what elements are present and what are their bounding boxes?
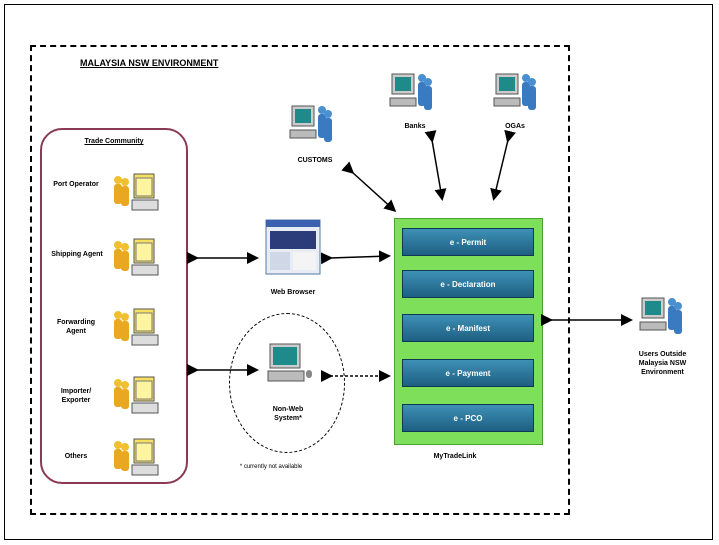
web-browser-icon — [265, 219, 321, 275]
module-e-pco: e - PCO — [402, 404, 534, 432]
computer-icon — [267, 343, 312, 382]
user-folder-icon — [114, 376, 159, 414]
user-folder-icon — [114, 308, 159, 346]
non-web-system-boundary — [229, 313, 345, 453]
customs-label: CUSTOMS — [297, 157, 333, 164]
arrow-ogas-mytradelink — [490, 129, 516, 201]
footnote: * currently not available — [239, 464, 303, 470]
arrow-browser-mytradelink — [320, 250, 391, 265]
arrow-banks-mytradelink — [424, 130, 447, 201]
computer-user-icon — [389, 73, 432, 110]
web-browser-label: Web Browser — [270, 289, 316, 296]
member-label-forwarding-agent: Forwarding Agent — [56, 319, 96, 335]
user-folder-icon — [114, 438, 159, 476]
module-e-manifest: e - Manifest — [402, 314, 534, 342]
mytradelink-label: MyTradeLink — [433, 453, 477, 460]
member-label-importer-exporter: Importer/ Exporter — [60, 388, 92, 404]
user-folder-icon — [114, 238, 159, 276]
computer-user-icon — [639, 297, 682, 334]
nsw-environment-boundary — [30, 45, 570, 515]
image-frame — [4, 4, 713, 540]
environment-title: MALAYSIA NSW ENVIRONMENT — [80, 58, 219, 68]
computer-user-icon — [289, 105, 332, 142]
banks-label: Banks — [404, 123, 426, 130]
module-e-permit: e - Permit — [402, 228, 534, 256]
non-web-system-label: Non-Web System* — [272, 406, 304, 422]
module-e-declaration: e - Declaration — [402, 270, 534, 298]
trade-community-box — [40, 128, 188, 484]
module-e-payment: e - Payment — [402, 359, 534, 387]
users-outside-label: Users Outside Malaysia NSW Environment — [638, 351, 687, 376]
user-folder-icon — [114, 173, 159, 211]
member-label-port-operator: Port Operator — [53, 181, 99, 188]
member-label-others: Others — [64, 453, 88, 460]
trade-community-title: Trade Community — [84, 138, 144, 145]
computer-user-icon — [493, 73, 536, 110]
member-label-shipping-agent: Shipping Agent — [51, 251, 103, 258]
arrow-customs-mytradelink — [341, 161, 397, 213]
ogas-label: OGAs — [505, 123, 525, 130]
